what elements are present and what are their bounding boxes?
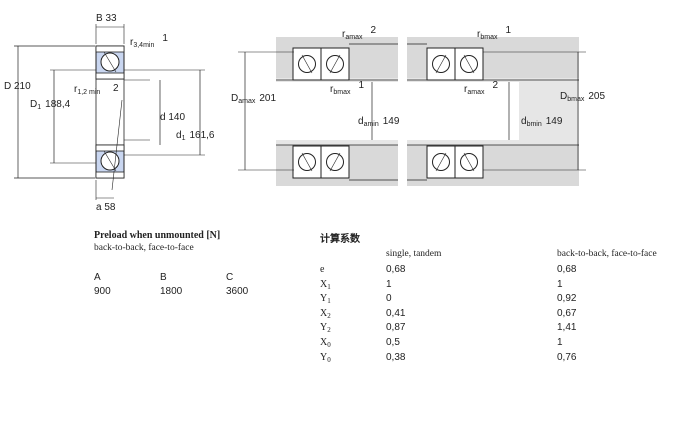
preload-subtitle: back-to-back, face-to-face xyxy=(94,243,194,253)
calc-symbol-X2: X2 xyxy=(320,308,331,320)
calc-Y1-back: 0,92 xyxy=(557,293,577,304)
preload-col-B-head: B xyxy=(160,272,167,283)
calc-symbol-Y1: Y1 xyxy=(320,293,331,305)
mounting-drawing-left xyxy=(238,37,398,186)
label-width-B: B 33 xyxy=(96,13,117,24)
preload-title: Preload when unmounted [N] xyxy=(94,230,221,241)
label-r34: r3,4min1 xyxy=(130,33,168,49)
calc-e-back: 0,68 xyxy=(557,264,577,275)
label-a: a 58 xyxy=(96,202,116,213)
calc-X1-single: 1 xyxy=(386,279,392,290)
label-ramax-mid: ramax2 xyxy=(464,80,498,96)
calc-Y1-single: 0 xyxy=(386,293,392,304)
calc-X0-single: 0,5 xyxy=(386,337,400,348)
label-rbmax-top: rbmax1 xyxy=(477,25,511,41)
preload-col-B-value: 1800 xyxy=(160,286,183,297)
calc-X1-back: 1 xyxy=(557,279,563,290)
label-bore-d: d 140 xyxy=(160,112,185,123)
bearing-cross-section xyxy=(14,24,205,200)
label-ramax-top: ramax2 xyxy=(342,25,376,41)
calc-e-single: 0,68 xyxy=(386,264,406,275)
calc-Y0-single: 0,38 xyxy=(386,352,406,363)
label-rbmax-mid: rbmax1 xyxy=(330,80,364,96)
label-r12-number: 2 xyxy=(113,83,119,94)
calc-symbol-X0: X0 xyxy=(320,337,331,349)
calc-factors-title: 计算系数 xyxy=(320,234,360,245)
preload-col-A-head: A xyxy=(94,272,101,283)
calc-symbol-Y0: Y0 xyxy=(320,352,331,364)
calc-symbol-X1: X1 xyxy=(320,279,331,291)
calc-Y2-single: 0,87 xyxy=(386,322,406,333)
calc-symbol-Y2: Y2 xyxy=(320,322,331,334)
calc-header-back: back-to-back, face-to-face xyxy=(557,249,657,259)
calc-X0-back: 1 xyxy=(557,337,563,348)
preload-col-A-value: 900 xyxy=(94,286,111,297)
calc-header-single: single, tandem xyxy=(386,249,442,259)
calc-symbol-e: e xyxy=(320,264,325,275)
preload-col-C-value: 3600 xyxy=(226,286,249,297)
preload-col-C-head: C xyxy=(226,272,234,283)
calc-X2-back: 0,67 xyxy=(557,308,577,319)
mounting-drawing-right xyxy=(407,37,586,186)
calc-Y2-back: 1,41 xyxy=(557,322,577,333)
calc-X2-single: 0,41 xyxy=(386,308,406,319)
calc-Y0-back: 0,76 xyxy=(557,352,577,363)
label-outer-diameter-D: D 210 xyxy=(4,81,31,92)
label-r12: r1,2 min xyxy=(74,84,100,96)
